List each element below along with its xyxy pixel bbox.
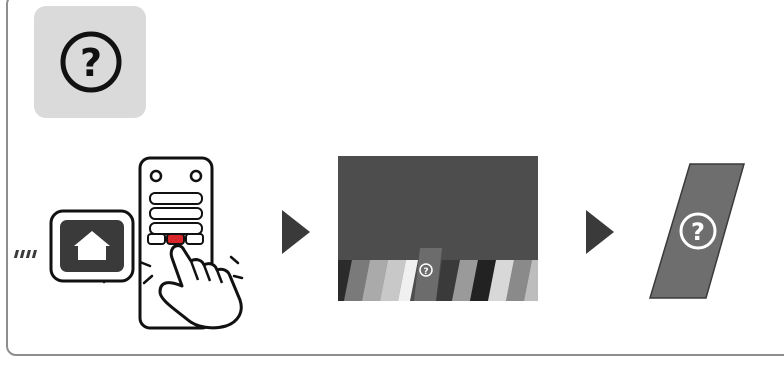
- arrow-right-icon: [586, 210, 614, 254]
- home-button-highlight: [167, 234, 184, 244]
- tv-home-menu-step: ?: [338, 156, 538, 301]
- svg-text:?: ?: [423, 267, 428, 277]
- svg-text:?: ?: [691, 218, 705, 246]
- arrow-right-icon: [282, 210, 310, 254]
- remote-home-button-step: [14, 158, 242, 328]
- home-badge: [14, 211, 133, 281]
- help-app-step: ?: [650, 164, 744, 298]
